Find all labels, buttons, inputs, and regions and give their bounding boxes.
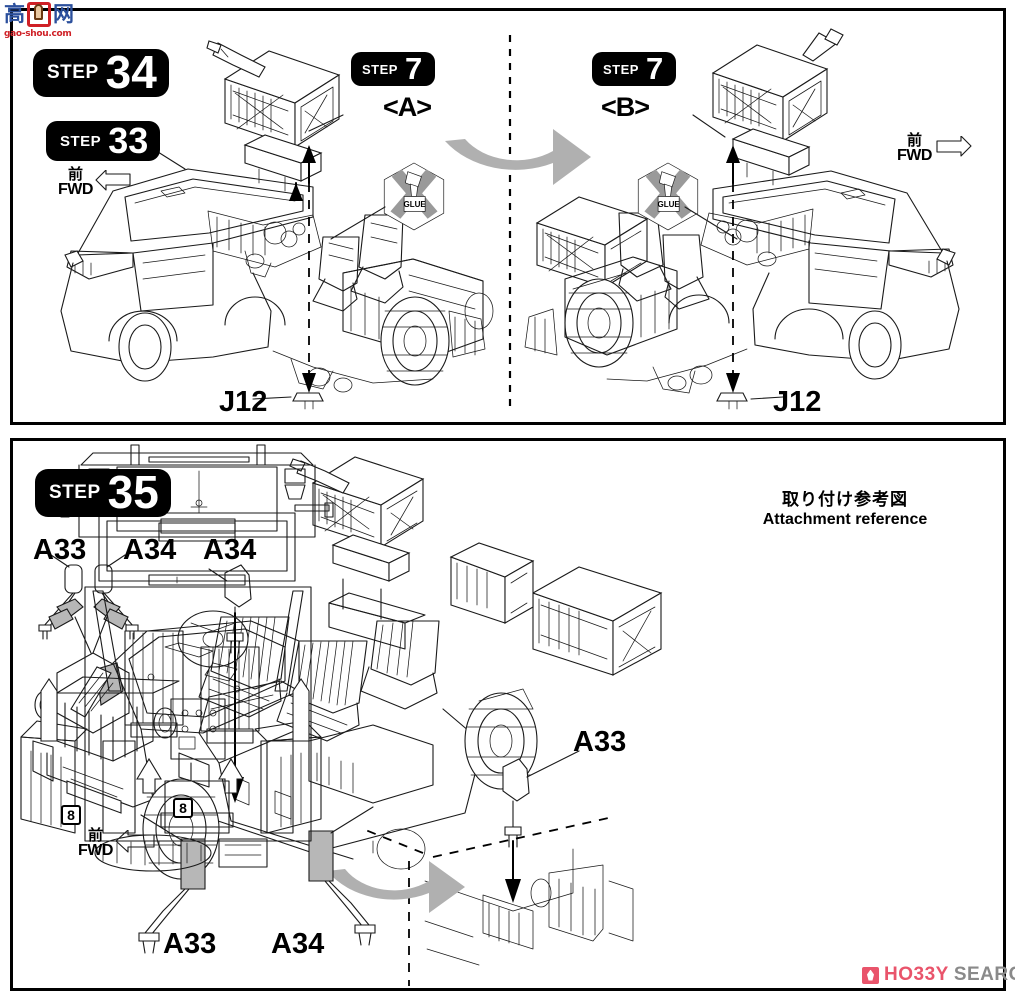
runner-number-a34: 8 <box>173 798 193 818</box>
fwd-en-label: FWD <box>58 181 93 198</box>
part-label-a34-sprue: A34 <box>271 928 325 960</box>
no-glue-icon-left: GLUE <box>383 162 445 231</box>
attachment-reference-caption: 取り付け参考図 Attachment reference <box>705 485 985 529</box>
panel-step-34: GLUE GLUE STEP 34 STEP 33 STE <box>10 8 1006 425</box>
step-word: STEP <box>362 61 398 77</box>
fwd-jp-label: 前 <box>906 131 922 149</box>
fwd-marker-right: 前 FWD <box>897 133 973 164</box>
part-label-j12-right: J12 <box>773 386 822 418</box>
parts-tree-a33-a34 <box>38 554 139 654</box>
step-number: 7 <box>645 51 664 87</box>
watermark-url: gao-shou.com <box>4 29 72 39</box>
part-label-j12-left: J12 <box>219 386 268 418</box>
step-badge-35: STEP 35 <box>35 469 171 517</box>
hand-icon <box>27 2 51 27</box>
step-number: 7 <box>404 51 423 87</box>
fwd-en-label: FWD <box>897 147 932 164</box>
fwd-jp-label: 前 <box>87 826 103 844</box>
rotate-arrow-icon <box>445 129 591 185</box>
panel-step-35: STEP 35 A33 A34 A34 A33 A33 A34 8 8 前 FW… <box>10 438 1006 991</box>
step-word: STEP <box>49 482 101 503</box>
step-badge-34: STEP 34 <box>33 49 169 97</box>
hobby-search-name-secondary: SEARCH <box>953 964 1015 985</box>
attachment-reference-en: Attachment reference <box>762 511 928 528</box>
fwd-arrow-icon <box>115 829 155 853</box>
step-number: 35 <box>107 466 159 519</box>
runner-number-a33: 8 <box>61 805 81 825</box>
variant-label-b: <B> <box>601 92 650 122</box>
fwd-en-label: FWD <box>78 842 113 859</box>
step-word: STEP <box>60 132 102 150</box>
step-number: 33 <box>108 120 149 162</box>
fwd-arrow-icon <box>95 169 131 191</box>
vehicle-left <box>60 168 494 393</box>
fwd-marker-left: 前 FWD <box>58 167 134 198</box>
watermark: 高 网 gao-shou.com <box>4 2 78 44</box>
hobby-search-logo: HO33Y SEARCH <box>862 964 1015 986</box>
step-word: STEP <box>603 61 639 77</box>
detail-hexagon-icon <box>56 652 130 734</box>
rotate-arrow-icon-bottom <box>327 861 465 913</box>
attachment-reference-jp: 取り付け参考図 <box>782 490 908 510</box>
vehicle-step-35 <box>32 456 663 880</box>
fwd-jp-label: 前 <box>67 165 83 183</box>
watermark-cn-char-1: 高 <box>4 2 25 26</box>
no-glue-icon-right: GLUE <box>637 162 699 231</box>
missile-pod-right <box>711 28 844 186</box>
step-number: 34 <box>105 46 157 99</box>
svg-text:GLUE: GLUE <box>403 200 426 209</box>
step-word: STEP <box>47 62 99 83</box>
fwd-arrow-icon <box>936 135 972 157</box>
part-label-a34-tree: A34 <box>123 534 177 566</box>
hobby-search-name-primary: HO33Y <box>884 964 949 985</box>
watermark-cn-char-2: 网 <box>53 2 74 26</box>
assembly-arrow-right <box>716 145 784 410</box>
callout-a34 <box>208 564 252 803</box>
callout-a33 <box>424 750 634 966</box>
watermark-glyphs: 高 网 <box>4 2 78 28</box>
hobby-search-mark-icon <box>862 966 879 984</box>
part-label-a33-sprue: A33 <box>163 928 217 960</box>
step-badge-33: STEP 33 <box>46 120 161 162</box>
variant-label-a: <A> <box>383 92 432 122</box>
part-label-a33-callout: A33 <box>573 726 627 758</box>
step-badge-7-b: STEP 7 <box>592 51 677 87</box>
part-label-a33-tree: A33 <box>33 534 87 566</box>
part-label-a34-callout: A34 <box>203 534 257 566</box>
fwd-marker-bottom: 前 FWD <box>78 828 158 859</box>
svg-text:GLUE: GLUE <box>657 200 680 209</box>
missile-pod-left <box>206 40 341 192</box>
vehicle-right <box>524 170 960 394</box>
assembly-arrow-left <box>252 145 324 410</box>
step-badge-7-a: STEP 7 <box>351 51 436 87</box>
